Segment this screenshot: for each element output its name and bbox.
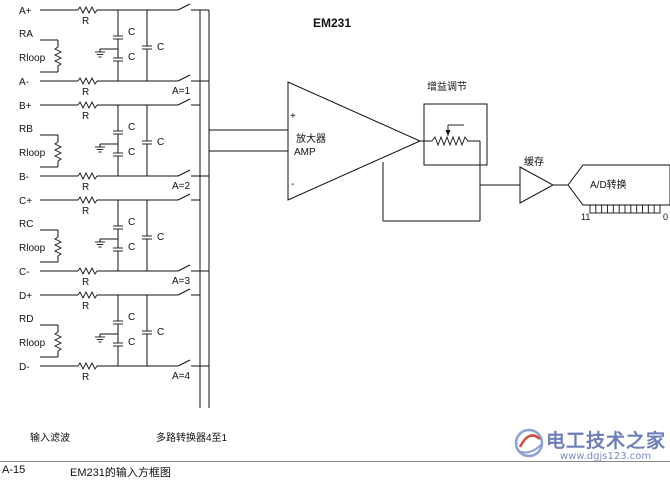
amp-label-cn: 放大器 [296, 132, 326, 145]
rloop-label: Rloop [19, 148, 46, 159]
series-resistor-label: R [82, 301, 89, 312]
rloop-label: Rloop [19, 338, 46, 349]
watermark: 电工技术之家 www.dgjs123.com [512, 424, 668, 472]
gain-label: 增益调节 [427, 80, 467, 93]
mux-select-label: A=2 [172, 181, 191, 192]
capacitor-label: C [128, 52, 135, 63]
capacitor-label: C [157, 327, 164, 338]
watermark-logo-icon [514, 428, 544, 458]
capacitor-label: C [128, 147, 135, 158]
series-resistor-label: R [82, 206, 89, 217]
adc-label: A/D转换 [590, 178, 627, 191]
mux-buses [199, 9, 288, 408]
terminal-minus-label: A- [19, 77, 29, 88]
capacitor-label: C [128, 242, 135, 253]
rloop-label: Rloop [19, 243, 46, 254]
series-resistor-label: R [82, 111, 89, 122]
input-resistor-label: RB [19, 124, 33, 135]
mux-select-label: A=3 [172, 276, 191, 287]
figure-caption: EM231的输入方框图 [70, 467, 171, 479]
rloop-label: Rloop [19, 53, 46, 64]
terminal-minus-label: C- [19, 267, 30, 278]
capacitor-label: C [128, 337, 135, 348]
adc-msb-label: 11 [581, 212, 590, 222]
series-resistor-label: R [82, 87, 89, 98]
terminal-plus-label: D+ [19, 291, 32, 302]
capacitor-label: C [128, 27, 135, 38]
watermark-text: 电工技术之家 [546, 430, 667, 452]
em231-input-block-diagram: A+RARloopA-RRCCCA=1B+RBRloopB-RRCCCA=2C+… [19, 3, 670, 444]
buffer-label: 缓存 [524, 155, 544, 168]
terminal-plus-label: A+ [19, 6, 32, 17]
terminal-plus-label: B+ [19, 101, 32, 112]
series-resistor-label: R [82, 277, 89, 288]
input-resistor-label: RA [19, 29, 33, 40]
terminal-minus-label: D- [19, 362, 30, 373]
terminal-plus-label: C+ [19, 196, 32, 207]
capacitor-label: C [128, 122, 135, 133]
capacitor-label: C [157, 42, 164, 53]
mux-label: 多路转换器4至1 [156, 431, 228, 444]
input-channels: A+RARloopA-RRCCCA=1B+RBRloopB-RRCCCA=2C+… [19, 3, 209, 383]
capacitor-label: C [157, 232, 164, 243]
series-resistor-label: R [82, 372, 89, 383]
watermark-url: www.dgjs123.com [560, 451, 652, 462]
mux-select-label: A=4 [172, 371, 191, 382]
amp-plus-sign: + [290, 111, 296, 122]
figure-footer: A-15 EM231的输入方框图 [0, 461, 670, 481]
adc-lsb-label: 0 [663, 212, 668, 222]
amp-label-en: AMP [294, 147, 316, 158]
filter-label: 输入滤波 [30, 431, 70, 444]
input-resistor-label: RC [19, 219, 33, 230]
amp-minus-sign: - [291, 179, 294, 190]
series-resistor-label: R [82, 182, 89, 193]
figure-number: A-15 [2, 464, 26, 476]
adc: A/D转换 11 0 [567, 164, 670, 222]
capacitor-label: C [128, 217, 135, 228]
terminal-minus-label: B- [19, 172, 29, 183]
amplifier: + - 放大器 AMP [287, 81, 422, 201]
capacitor-label: C [157, 137, 164, 148]
series-resistor-label: R [82, 16, 89, 27]
mux-select-label: A=1 [172, 86, 191, 97]
input-resistor-label: RD [19, 314, 33, 325]
diagram-title: EM231 [313, 16, 351, 30]
capacitor-label: C [128, 312, 135, 323]
gain-adjust: 增益调节 [382, 80, 488, 222]
buffer: 缓存 [480, 155, 568, 204]
